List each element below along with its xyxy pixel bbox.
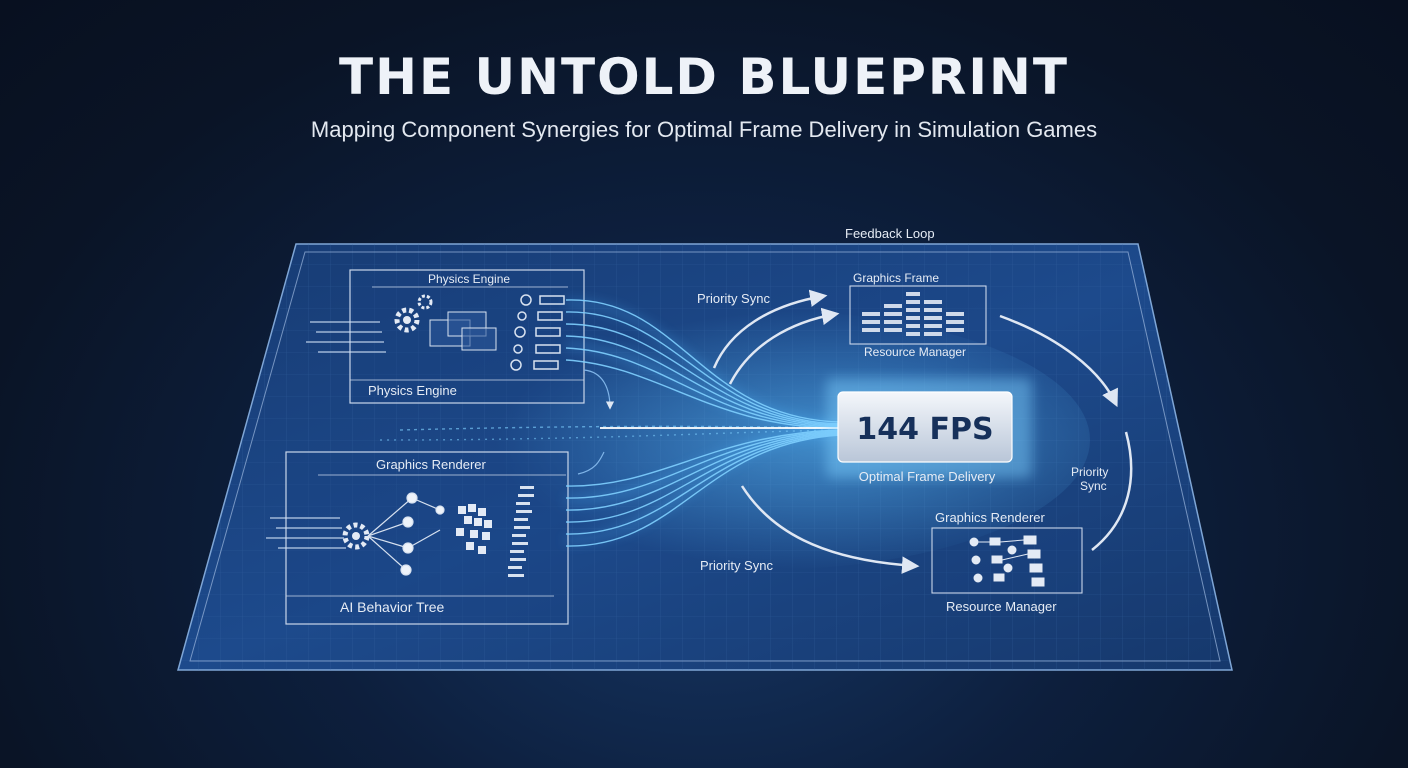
physics-top-label: Physics Engine <box>428 272 510 286</box>
pixel-map-icon <box>456 504 492 554</box>
data-column-icons <box>508 486 534 577</box>
renderer-top-label: Graphics Renderer <box>376 457 486 472</box>
component-list-icons <box>510 294 565 371</box>
gear-icon <box>342 522 370 550</box>
renderer-bottom-label: AI Behavior Tree <box>340 599 444 615</box>
frame-bars-icon <box>862 292 964 336</box>
resource-bottom-label: Resource Manager <box>946 599 1057 614</box>
fps-value: 144 FPS <box>856 412 993 447</box>
data-stream-lines <box>379 299 841 547</box>
graphics-frame-panel: Graphics Frame Resource Manager <box>849 271 987 359</box>
gear-icon <box>394 294 433 333</box>
graphics-renderer-panel: Graphics Renderer AI Behavior Tree <box>266 451 569 625</box>
resource-manager-panel: Graphics Renderer Resource Manager <box>931 510 1083 614</box>
priority-sync-right-label-line1: Priority <box>1071 465 1108 479</box>
page-title: THE UNTOLD BLUEPRINT <box>339 48 1069 106</box>
fps-badge: 144 FPS <box>826 378 1032 478</box>
priority-sync-right-label-line2: Sync <box>1080 479 1107 493</box>
page-subtitle: Mapping Component Synergies for Optimal … <box>310 117 1098 142</box>
physics-bottom-label: Physics Engine <box>368 383 457 398</box>
resource-node-icons <box>969 535 1045 587</box>
resource-top-label: Graphics Renderer <box>935 510 1045 525</box>
fps-caption: Optimal Frame Delivery <box>859 469 996 484</box>
feedback-loop-label: Feedback Loop <box>845 226 935 241</box>
physics-engine-panel: Physics Engine Physics Engine <box>306 269 585 404</box>
behavior-tree-icon <box>367 492 445 576</box>
sync-arrows <box>712 289 1133 574</box>
priority-sync-top-label: Priority Sync <box>697 291 770 306</box>
circuit-block-icon <box>429 311 497 351</box>
priority-sync-bottom-label: Priority Sync <box>700 558 773 573</box>
graphics-frame-top-label: Graphics Frame <box>853 271 939 285</box>
graphics-frame-bottom-label: Resource Manager <box>864 345 966 359</box>
